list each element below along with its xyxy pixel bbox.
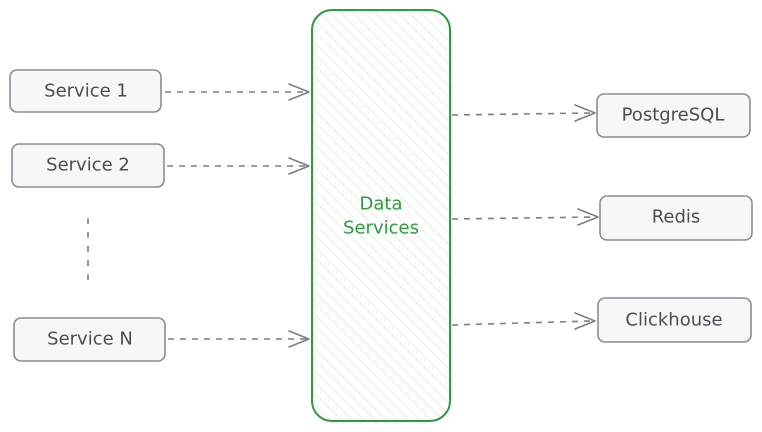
source-node-service-n[interactable]: Service N (13, 317, 166, 362)
source-node-label: Service 2 (46, 155, 130, 176)
target-node-postgresql[interactable]: PostgreSQL (596, 93, 751, 138)
target-node-label: Redis (652, 207, 701, 228)
edge-hub-to-clickhouse (451, 312, 596, 330)
edge-hub-to-redis (451, 208, 599, 226)
arrowhead-icon (577, 208, 599, 226)
arrowhead-icon (288, 330, 310, 348)
arrowhead-icon (288, 157, 310, 175)
edge-service-n-to-hub (168, 330, 310, 348)
source-node-label: Service N (47, 329, 133, 350)
target-node-label: PostgreSQL (622, 105, 725, 126)
target-node-redis[interactable]: Redis (599, 195, 753, 241)
edge-service-1-to-hub (165, 83, 310, 101)
source-node-service-2[interactable]: Service 2 (11, 143, 165, 188)
hub-label-line-2: Services (343, 218, 419, 239)
target-node-label: Clickhouse (625, 310, 722, 331)
arrowhead-icon (288, 83, 310, 101)
source-node-label: Service 1 (44, 81, 128, 102)
hub-node-data-services[interactable]: Data Services (311, 9, 451, 422)
edge-hub-to-postgresql (451, 104, 596, 122)
arrowhead-icon (574, 312, 596, 330)
arrowhead-icon (574, 104, 596, 122)
edge-service-2-to-hub (167, 157, 310, 175)
target-node-clickhouse[interactable]: Clickhouse (597, 297, 752, 343)
source-node-service-1[interactable]: Service 1 (9, 69, 162, 113)
hub-label-line-1: Data (360, 194, 403, 215)
